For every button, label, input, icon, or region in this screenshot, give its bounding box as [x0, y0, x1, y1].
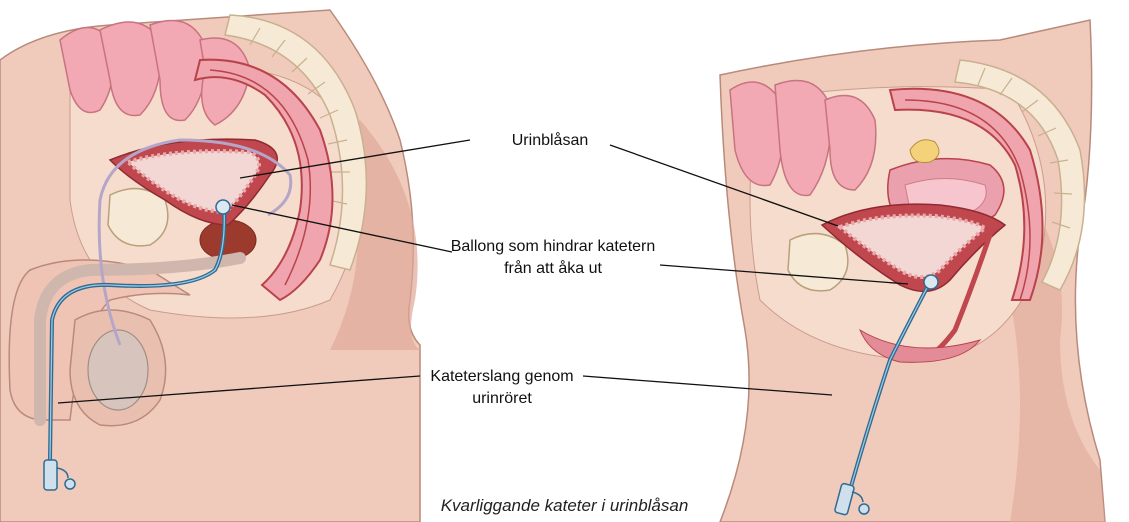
male-prostate: [200, 220, 256, 260]
figure-caption: Kvarliggande kateter i urinblåsan: [0, 496, 1129, 516]
female-intestines: [730, 81, 876, 196]
male-catheter-balloon: [216, 200, 230, 214]
female-pubic-bone: [788, 234, 848, 291]
male-anatomy: [0, 10, 420, 522]
label-bladder: Urinblåsan: [490, 130, 610, 152]
female-catheter-balloon: [924, 275, 938, 289]
label-tube: Kateterslang genom urinröret: [422, 366, 582, 410]
label-balloon: Ballong som hindrar katetern från att åk…: [448, 236, 658, 280]
female-anatomy: [720, 20, 1105, 522]
